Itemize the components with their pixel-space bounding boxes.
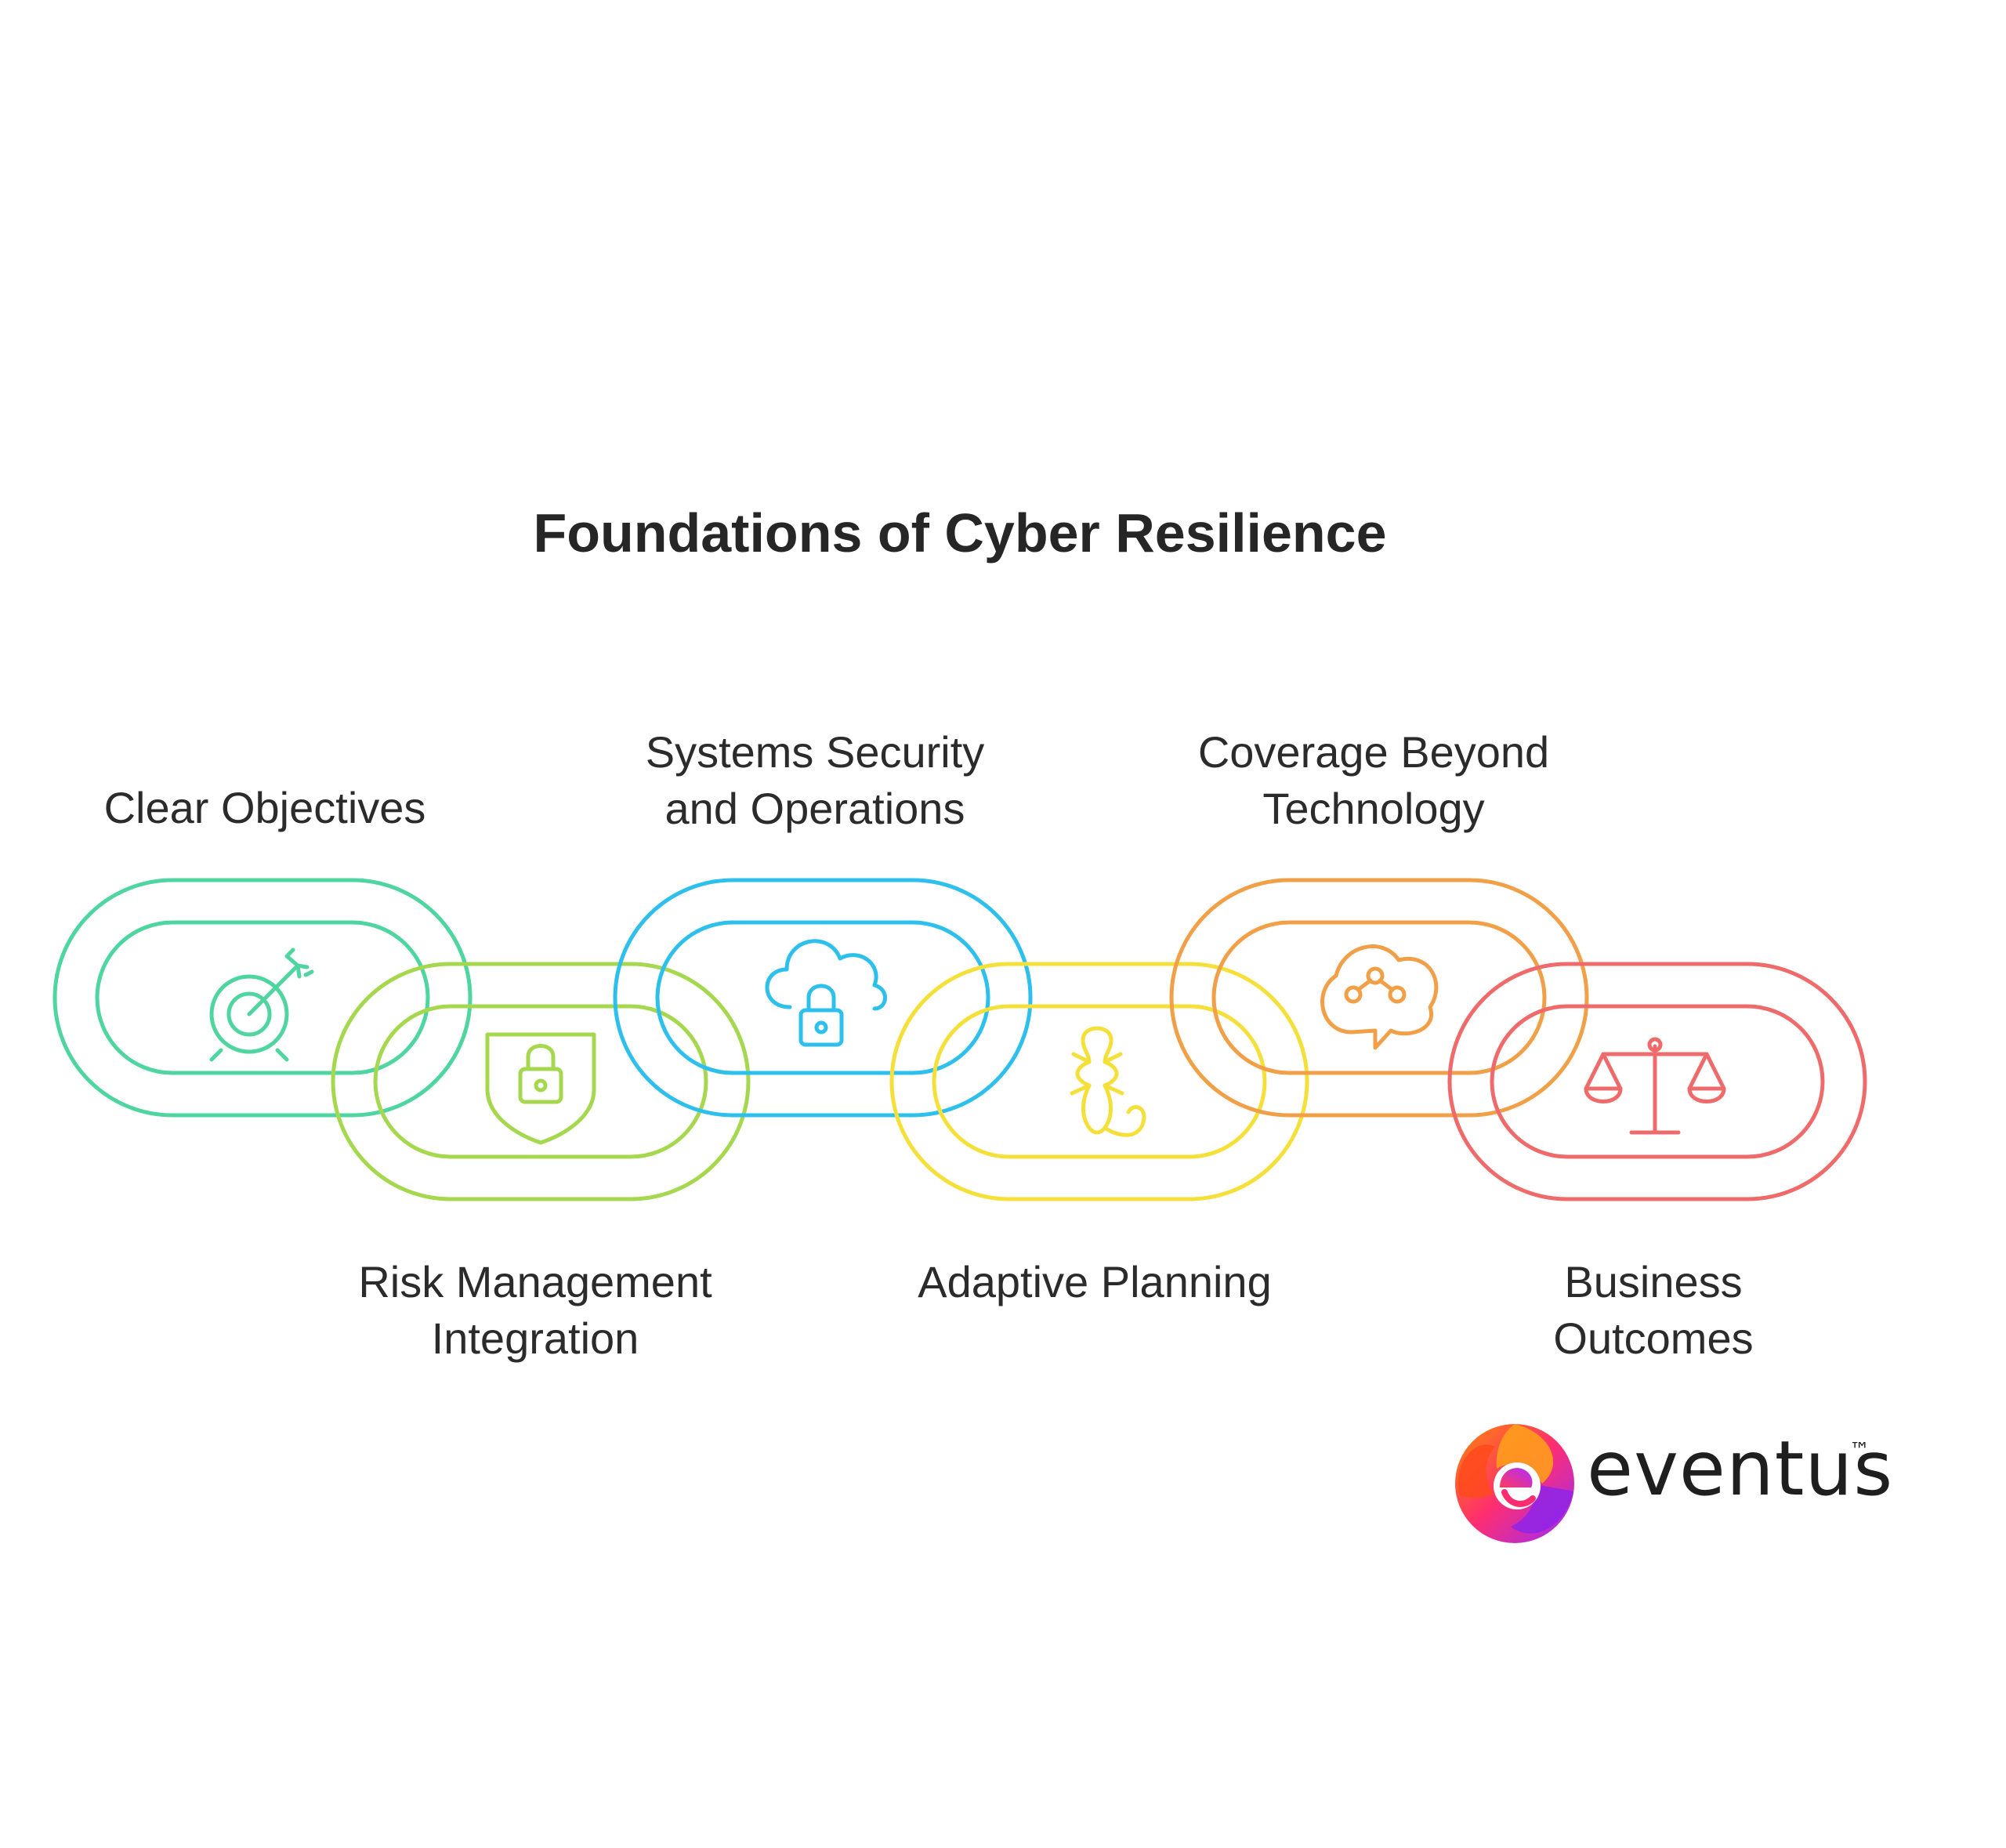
icon-stroke	[814, 1020, 828, 1035]
link-label-5: Coverage Beyond Technology	[1123, 724, 1624, 837]
label-line: Integration	[431, 1314, 639, 1363]
icon-stroke	[1584, 1052, 1726, 1091]
link-label-6: Business Outcomes	[1403, 1254, 1904, 1367]
link-inner-ring	[655, 920, 990, 1075]
chain-link-6	[1447, 962, 1867, 1201]
salamander-icon	[1070, 1026, 1146, 1137]
link-inner-ring	[1490, 1004, 1825, 1159]
eventus-logo-mark	[1455, 1424, 1574, 1543]
icon-stroke	[209, 1048, 289, 1062]
link-outer-ring	[613, 878, 1033, 1118]
icon-stroke	[1388, 985, 1407, 1004]
link-label-4: Adaptive Planning	[844, 1254, 1345, 1310]
link-inner-ring	[373, 1004, 708, 1159]
icon-stroke	[1366, 966, 1385, 985]
label-line: Business	[1564, 1257, 1743, 1306]
link-outer-ring	[889, 962, 1309, 1201]
icon-stroke	[1584, 1086, 1726, 1103]
chain-link-3	[613, 878, 1033, 1118]
chain-link-5	[1169, 878, 1589, 1118]
icon-stroke	[1356, 978, 1395, 992]
icon-stroke	[485, 1032, 596, 1145]
icon-stroke	[518, 1067, 563, 1104]
link-outer-ring	[53, 878, 473, 1118]
icon-stroke	[526, 1044, 556, 1071]
label-line: Clear Objectives	[103, 783, 426, 832]
cloud-lock-icon	[765, 939, 887, 1047]
link-label-2: Risk Management Integration	[284, 1254, 786, 1367]
shield-lock-icon	[485, 1032, 596, 1145]
link-label-1: Clear Objectives	[14, 780, 516, 836]
icon-stroke	[247, 963, 300, 1016]
link-outer-ring	[331, 962, 751, 1201]
link-outer-ring	[1447, 962, 1867, 1201]
label-line: Coverage Beyond	[1197, 727, 1550, 777]
logo-wordmark: eventus	[1587, 1425, 1894, 1513]
icon-stroke	[806, 984, 836, 1013]
network-chat-icon	[1320, 944, 1439, 1050]
link-inner-ring	[95, 920, 430, 1075]
link-label-3: Systems Security and Operations	[564, 724, 1066, 837]
link-inner-ring	[1211, 920, 1547, 1075]
icon-stroke	[1601, 1044, 1709, 1135]
icon-stroke	[1647, 1037, 1663, 1053]
label-line: Systems Security	[645, 727, 985, 777]
icon-stroke	[1320, 944, 1439, 1050]
logo-trademark: ™	[1849, 1439, 1870, 1462]
link-inner-ring	[932, 1004, 1267, 1159]
label-line: Technology	[1262, 784, 1485, 833]
icon-stroke	[284, 948, 314, 979]
icon-stroke	[1344, 985, 1363, 1004]
icon-stroke	[1075, 1038, 1107, 1135]
label-line: Outcomes	[1553, 1314, 1754, 1363]
label-line: and Operations	[664, 784, 965, 833]
link-outer-ring	[1169, 878, 1589, 1118]
icon-stroke	[209, 974, 289, 1054]
icon-stroke	[1070, 1052, 1124, 1096]
balance-scale-icon	[1584, 1037, 1726, 1135]
icon-stroke	[765, 939, 887, 1011]
icon-stroke	[226, 991, 272, 1037]
icon-stroke	[798, 1008, 844, 1047]
label-line: Adaptive Planning	[918, 1257, 1272, 1306]
target-arrow-icon	[209, 948, 314, 1062]
diagram-title: Foundations of Cyber Resilience	[533, 502, 1387, 563]
chain-link-1	[53, 878, 473, 1118]
chain-link-4	[889, 962, 1309, 1201]
chain-link-2	[331, 962, 751, 1201]
icon-stroke	[1081, 1026, 1146, 1137]
label-line: Risk Management	[358, 1257, 712, 1306]
icon-stroke	[534, 1078, 548, 1092]
